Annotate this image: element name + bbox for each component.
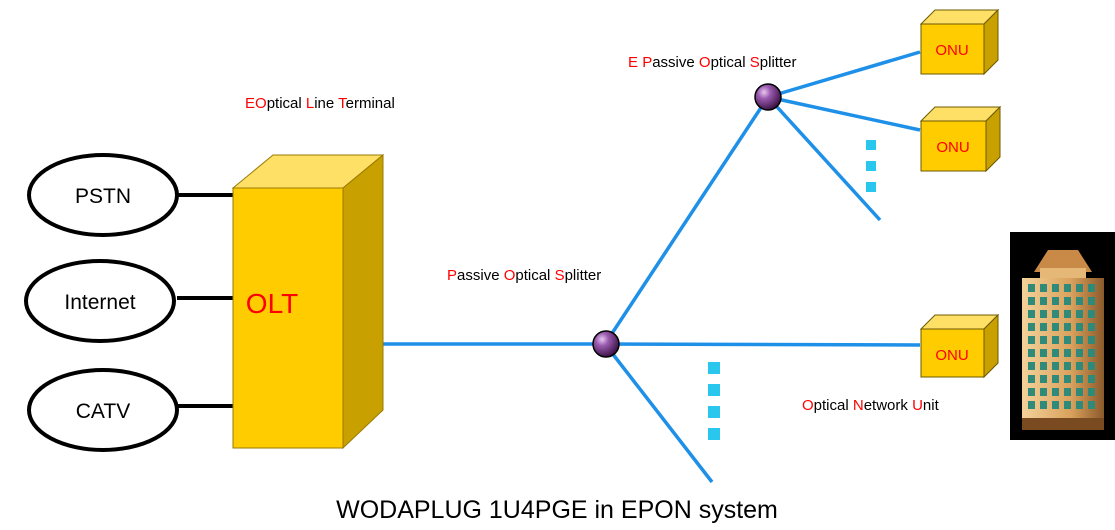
building-window [1052,297,1059,305]
building-window [1088,323,1095,331]
building-window [1064,336,1071,344]
fiber-links [365,50,921,484]
building-window [1076,336,1083,344]
building-window [1088,388,1095,396]
building-image [1010,232,1115,440]
building-window [1040,323,1047,331]
building-window [1028,349,1035,357]
building-window [1076,375,1083,383]
building-window [1040,401,1047,409]
building-window [1088,284,1095,292]
building-window [1052,349,1059,357]
building-window [1028,310,1035,318]
building-window [1040,388,1047,396]
service-pstn: PSTN [27,153,179,237]
olt-box: OLT [231,153,385,450]
building-window [1088,310,1095,318]
building-window [1052,336,1059,344]
building-window [1064,349,1071,357]
building-window [1076,323,1083,331]
building-window [1064,284,1071,292]
building-window [1076,362,1083,370]
service-label: PSTN [75,185,131,208]
building-window [1076,388,1083,396]
building-window [1064,388,1071,396]
building-window [1040,349,1047,357]
building-window [1064,401,1071,409]
building-window [1028,284,1035,292]
building-window [1064,310,1071,318]
building-window [1064,375,1071,383]
building-window [1076,349,1083,357]
building-window [1028,297,1035,305]
service-label: CATV [76,400,130,423]
building-window [1076,284,1083,292]
onu-label: ONU [935,347,968,364]
building-window [1028,362,1035,370]
building-window [1028,375,1035,383]
building-window [1052,323,1059,331]
service-internet: Internet [24,259,176,343]
building-window [1040,310,1047,318]
upper-splitter-node [754,83,782,111]
building-window [1028,401,1035,409]
building-window [1040,375,1047,383]
building-window [1052,362,1059,370]
more-onus-indicator-lower [708,362,720,440]
onu-3: ONU [919,313,1000,379]
building-window [1052,284,1059,292]
building-window [1052,388,1059,396]
building-window [1040,336,1047,344]
building-window [1088,297,1095,305]
onu-caption: Optical Network Unit [802,397,940,414]
building-window [1076,401,1083,409]
building-window [1040,362,1047,370]
service-catv: CATV [27,368,179,452]
building-window [1088,336,1095,344]
service-links [177,193,233,408]
building-window [1028,336,1035,344]
service-label: Internet [64,291,135,314]
onu-2: ONU [919,105,1002,173]
building-window [1076,297,1083,305]
upper-splitter-caption: E Passive Optical Splitter [628,54,796,71]
building-window [1040,284,1047,292]
olt-caption: EOptical Line Terminal [245,95,395,112]
building-window [1088,375,1095,383]
olt-label: OLT [246,288,298,319]
building-window [1088,362,1095,370]
building-window [1052,401,1059,409]
diagram-title: WODAPLUG 1U4PGE in EPON system [336,496,778,524]
main-splitter-node [592,330,620,358]
building-window [1052,310,1059,318]
building-window [1052,375,1059,383]
building-window [1064,297,1071,305]
building-window [1028,323,1035,331]
building-window [1088,401,1095,409]
building-window [1076,310,1083,318]
building-window [1088,349,1095,357]
onu-label: ONU [935,42,968,59]
onu-label: ONU [936,139,969,156]
onu-1: ONU [919,8,1000,76]
building-window [1064,362,1071,370]
building-window [1040,297,1047,305]
main-splitter-caption: Passive Optical Splitter [447,267,601,284]
building-window [1064,323,1071,331]
building-window [1028,388,1035,396]
more-onus-indicator-upper [866,140,876,192]
